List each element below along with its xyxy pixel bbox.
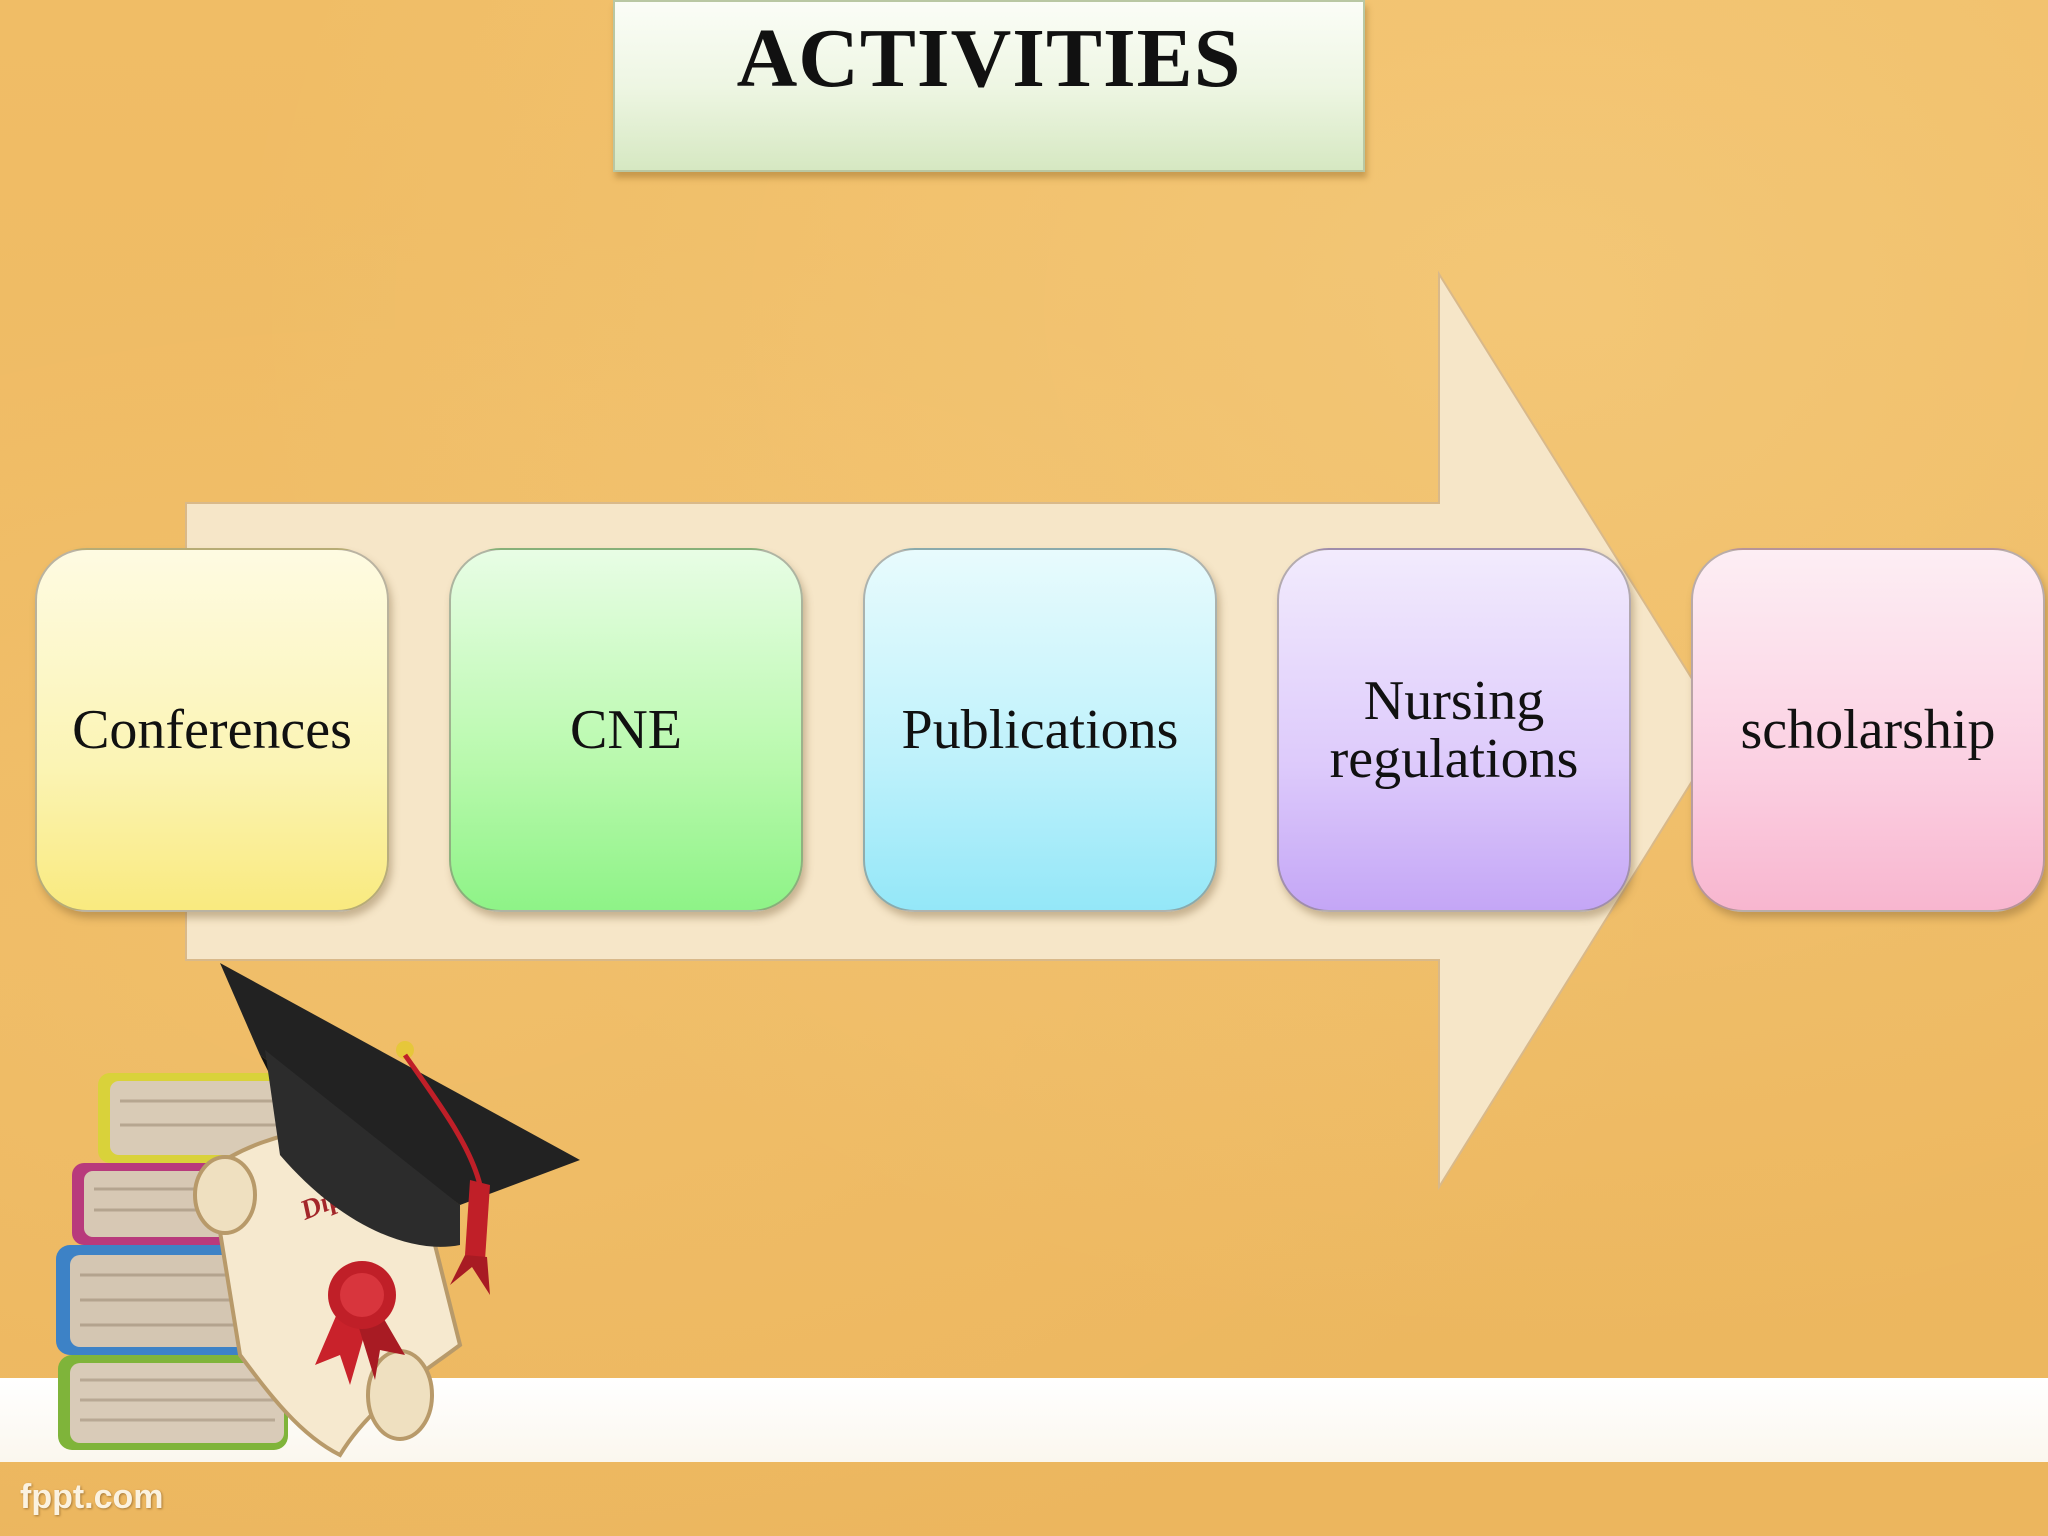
step-label: Nursing regulations [1329, 670, 1579, 790]
step-card-scholarship: scholarship [1691, 548, 2045, 912]
step-label: Conferences [72, 699, 352, 761]
slide-title: ACTIVITIES [736, 11, 1242, 105]
step-label: scholarship [1740, 699, 1996, 761]
wax-seal-icon [315, 1261, 405, 1385]
step-card-publications: Publications [863, 548, 1217, 912]
step-label: Publications [901, 699, 1179, 761]
brand-watermark: fppt.com [20, 1478, 164, 1516]
step-card-conferences: Conferences [35, 548, 389, 912]
graduation-cap-icon [220, 963, 580, 1295]
title-box: ACTIVITIES [613, 0, 1365, 172]
step-card-cne: CNE [449, 548, 803, 912]
education-illustration: Diploma [56, 963, 580, 1458]
step-card-nursing-regulations: Nursing regulations [1277, 548, 1631, 912]
step-label: CNE [570, 699, 682, 761]
